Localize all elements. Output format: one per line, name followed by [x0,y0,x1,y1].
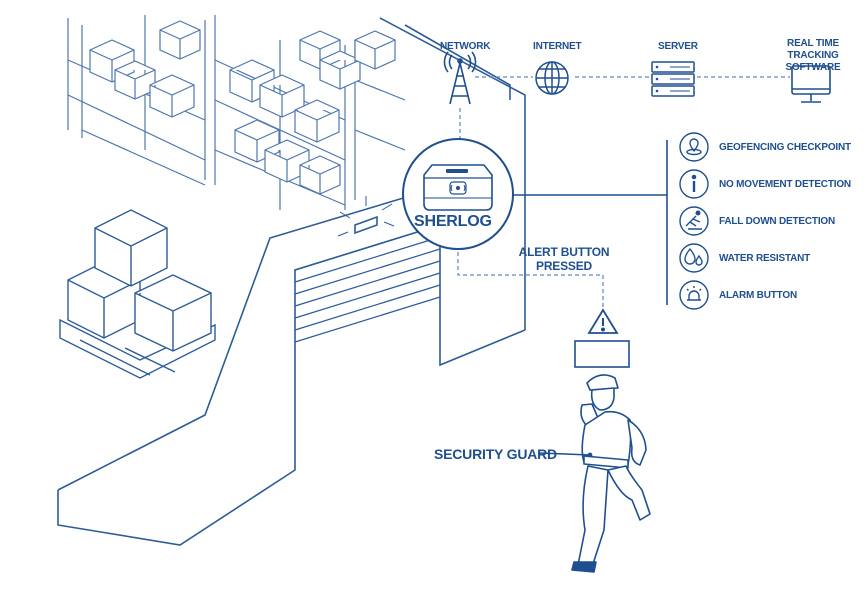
feature-label-alarm: ALARM BUTTON [719,290,797,301]
water-drop-icon [679,243,709,273]
guard-label: SECURITY GUARD [434,446,557,462]
alarm-icon [679,280,709,310]
fall-icon [679,206,709,236]
rtt-label: REAL TIME TRACKING SOFTWARE [785,38,841,73]
internet-label: INTERNET [533,41,582,52]
warehouse-racks [67,15,406,210]
lamp-rays [337,196,395,237]
feature-label-no-movement: NO MOVEMENT DETECTION [719,179,851,190]
server-icon [651,61,695,97]
feature-label-fall-down: FALL DOWN DETECTION [719,216,836,227]
feature-label-geofencing: GEOFENCING CHECKPOINT [719,142,851,153]
device-label: SHERLOG [414,213,492,230]
server-label: SERVER [658,41,698,52]
feature-bracket [510,140,668,305]
geofence-icon [679,132,709,162]
alert-label: ALERT BUTTON PRESSED [518,245,610,273]
warehouse-building [57,17,526,546]
monitor-icon [791,65,831,103]
pallet-boxes [59,209,216,379]
warning-icon [587,308,619,334]
guard-pointer-line [539,452,591,456]
info-icon [679,169,709,199]
sherlog-device [402,138,514,250]
alert-message-box [574,340,630,368]
security-guard [571,374,651,573]
feature-label-water: WATER RESISTANT [719,253,811,264]
antenna-icon [443,51,477,105]
network-label: NETWORK [440,41,491,52]
guard-pointer-dot [587,452,593,458]
globe-icon [535,61,569,95]
